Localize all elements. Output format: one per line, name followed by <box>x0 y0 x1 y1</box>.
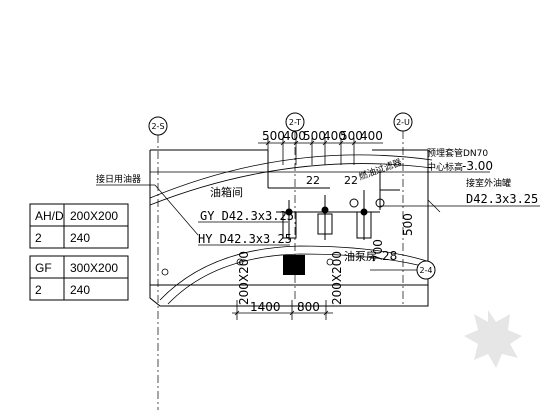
svg-text:2-U: 2-U <box>396 118 410 127</box>
vert-dim-700: 700 <box>371 239 385 262</box>
svg-text:500: 500 <box>262 129 285 143</box>
dn-pipe-label: D42.3x3.25 <box>466 192 538 206</box>
svg-text:2-4: 2-4 <box>419 266 432 275</box>
equipment-symbols <box>276 170 400 240</box>
oil-pump-room-label: 油泵房 <box>344 249 377 263</box>
vent-label: 接日用油器 <box>96 173 141 185</box>
top-dimension-chain <box>258 138 383 165</box>
hy-pipe-label: HY D42.3x3.25 <box>198 232 292 246</box>
svg-text:2-T: 2-T <box>289 118 301 127</box>
bottom-dim-800: 800 <box>297 300 320 314</box>
center-elev-label: 中心标高 <box>427 161 463 173</box>
vert-dim-left: 200X200 <box>237 251 251 305</box>
svg-text:500: 500 <box>303 129 326 143</box>
vert-dim-28: 28 <box>382 249 397 263</box>
svg-text:GF: GF <box>35 261 52 275</box>
svg-text:300X200: 300X200 <box>70 261 118 275</box>
number-22-b: 22 <box>344 174 358 187</box>
floor-drains <box>161 258 334 276</box>
number-22-a: 22 <box>306 174 320 187</box>
svg-text:240: 240 <box>70 283 90 297</box>
axis-marker-2-S: 2-S <box>148 116 168 410</box>
svg-text:2-S: 2-S <box>151 122 164 131</box>
svg-text:AH/D: AH/D <box>35 209 64 223</box>
svg-text:240: 240 <box>70 231 90 245</box>
vent-pipe-label: 预埋套管DN70 <box>427 147 488 159</box>
vert-dim-500: 500 <box>401 213 415 236</box>
svg-text:2: 2 <box>35 231 42 245</box>
bottom-dim-1400: 1400 <box>250 300 281 314</box>
axis-marker-2-4: 2-4 <box>370 260 436 280</box>
svg-text:200X200: 200X200 <box>70 209 118 223</box>
gy-pipe-label: GY D42.3x3.25 <box>200 209 294 223</box>
pipe-block <box>283 255 305 275</box>
center-elev-value: -3.00 <box>462 159 493 173</box>
curved-lines <box>149 154 433 305</box>
svg-text:400: 400 <box>283 129 306 143</box>
top-dimension-labels: 500 400 500 400 500 400 <box>262 129 383 143</box>
oil-tank-room-label: 油箱间 <box>210 185 243 199</box>
bottom-dimension-chain <box>232 300 333 320</box>
outdoor-tank-label: 接室外油罐 <box>466 177 511 189</box>
svg-text:400: 400 <box>323 129 346 143</box>
watermark-logo <box>464 310 522 368</box>
equipment-table-1: AH/D 200X200 2 240 <box>29 203 129 249</box>
equipment-table-2: GF 300X200 2 240 <box>29 255 129 301</box>
svg-text:500: 500 <box>340 129 363 143</box>
vert-dim-mid: 200X200 <box>330 251 344 305</box>
svg-text:400: 400 <box>360 129 383 143</box>
svg-text:2: 2 <box>35 283 42 297</box>
axis-marker-2-U: 2-U <box>393 112 413 305</box>
